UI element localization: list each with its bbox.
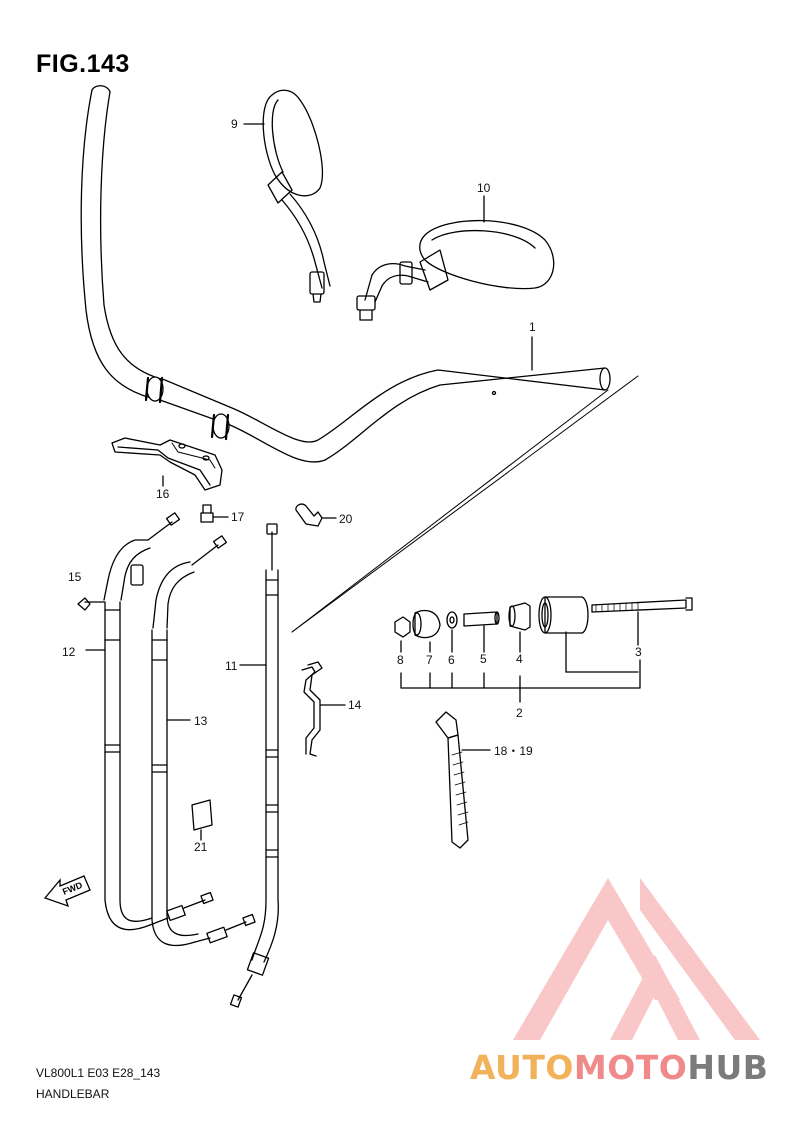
label-21-drawing xyxy=(191,799,213,841)
section-name: HANDLEBAR xyxy=(36,1087,110,1101)
callout-13: 13 xyxy=(194,714,208,728)
bolt-17-drawing xyxy=(200,504,229,523)
watermark-logo xyxy=(513,878,760,1040)
model-code: VL800L1 E03 E28_143 xyxy=(36,1066,161,1080)
bracket-drawing xyxy=(111,437,223,491)
watermark-part-hub: HUB xyxy=(687,1048,769,1087)
callout-5: 5 xyxy=(480,652,487,666)
callout-8: 8 xyxy=(397,653,404,667)
callout-6: 6 xyxy=(448,653,455,667)
clutch-cable-11-drawing xyxy=(229,523,279,1008)
callout-3: 3 xyxy=(635,645,642,659)
callout-17: 17 xyxy=(231,510,245,524)
clamp-20-drawing xyxy=(295,503,337,527)
callout-21: 21 xyxy=(194,840,208,854)
callout-16: 16 xyxy=(156,487,170,501)
handlebar-drawing xyxy=(80,85,611,463)
throttle-cable-13-drawing xyxy=(151,535,256,947)
callout-15: 15 xyxy=(68,570,82,584)
balancer-set-drawing xyxy=(394,596,693,703)
throttle-cable-12-drawing xyxy=(77,512,214,931)
callout-12: 12 xyxy=(62,645,76,659)
cable-tie-drawing xyxy=(435,711,491,849)
callout-4: 4 xyxy=(516,652,523,666)
callout-7: 7 xyxy=(426,653,433,667)
figure-title: FIG.143 xyxy=(36,50,130,78)
watermark-text: AUTOMOTOHUB xyxy=(470,1048,768,1088)
watermark-part-moto: MOTO xyxy=(573,1048,688,1087)
callout-11: 11 xyxy=(225,659,238,673)
callout-14: 14 xyxy=(348,698,362,712)
clip-14-drawing xyxy=(301,661,346,757)
watermark-part-auto: AUTO xyxy=(470,1048,574,1087)
callout-20: 20 xyxy=(339,512,353,526)
callout-9: 9 xyxy=(231,117,238,131)
callout-18-19: 18・19 xyxy=(494,744,533,758)
callout-10: 10 xyxy=(477,181,491,195)
callout-2: 2 xyxy=(516,706,523,720)
left-mirror-drawing xyxy=(262,89,331,303)
callout-1: 1 xyxy=(529,320,536,334)
right-mirror-drawing xyxy=(356,219,555,321)
fwd-arrow: FWD xyxy=(43,875,91,908)
